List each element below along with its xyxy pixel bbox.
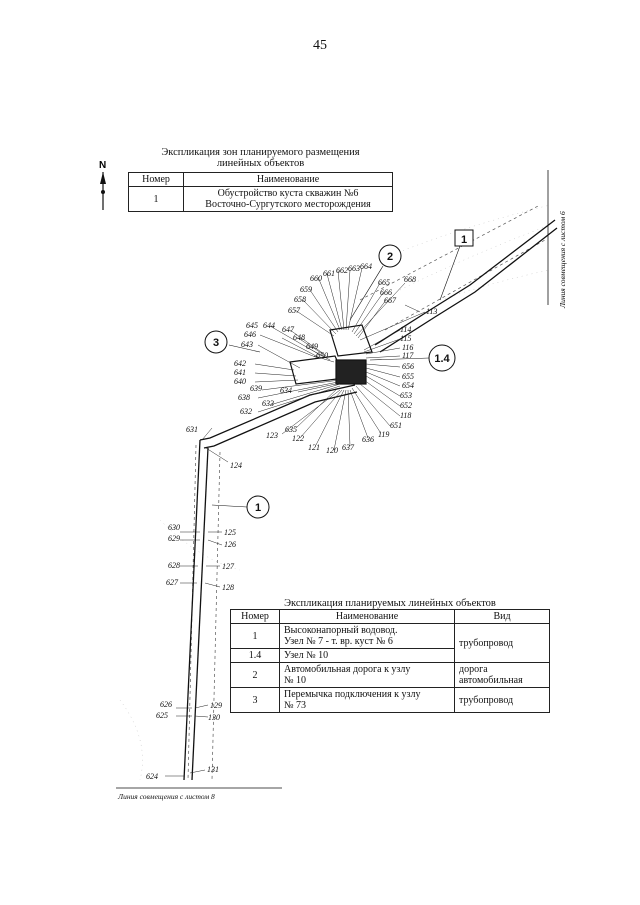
page-number: 45	[313, 38, 327, 53]
pt-651: 651	[390, 421, 402, 430]
pt-630: 630	[168, 523, 180, 532]
pt-667: 667	[384, 296, 397, 305]
pt-626: 626	[160, 700, 172, 709]
pt-129: 129	[210, 701, 222, 710]
pt-131: 131	[207, 765, 219, 774]
pt-633: 633	[262, 399, 274, 408]
pt-128: 128	[222, 583, 234, 592]
pt-121: 121	[308, 443, 320, 452]
pt-663: 663	[348, 264, 360, 273]
bottom-matching-note: Линия совмещения с листом 8	[118, 792, 215, 801]
pt-641: 641	[234, 368, 246, 377]
pt-625: 625	[156, 711, 168, 720]
pt-122: 122	[292, 434, 304, 443]
callout-circle-3: 3	[204, 330, 228, 354]
pt-639: 639	[250, 384, 262, 393]
pt-660: 660	[310, 274, 322, 283]
pt-113: 113	[426, 307, 437, 316]
pt-627: 627	[166, 578, 179, 587]
pt-629: 629	[168, 534, 180, 543]
svg-text:1: 1	[461, 234, 467, 246]
pt-656: 656	[402, 362, 414, 371]
pt-631: 631	[186, 425, 198, 434]
svg-text:2: 2	[387, 251, 393, 263]
pt-647: 647	[282, 325, 295, 334]
pt-666: 666	[380, 288, 392, 297]
svg-text:3: 3	[213, 337, 219, 349]
pt-661: 661	[323, 269, 335, 278]
svg-text:Линия совмещения с листом 6: Линия совмещения с листом 6	[558, 211, 567, 309]
pt-662: 662	[336, 266, 348, 275]
table-row: 1 Высоконапорный водовод.Узел № 7 - т. в…	[230, 623, 550, 663]
svg-text:1.4: 1.4	[434, 353, 450, 365]
objects-table: Номер Наименование Вид 1 Высоконапорный …	[230, 609, 550, 713]
pt-650: 650	[316, 351, 328, 360]
pt-642: 642	[234, 359, 246, 368]
pt-644: 644	[263, 321, 275, 330]
pt-645: 645	[246, 321, 258, 330]
pt-659: 659	[300, 285, 312, 294]
pt-649: 649	[306, 342, 318, 351]
pt-668: 668	[404, 275, 416, 284]
pt-640: 640	[234, 377, 246, 386]
pt-117: 117	[402, 351, 414, 360]
pt-119: 119	[378, 430, 389, 439]
objects-header-kind: Вид	[454, 609, 550, 624]
pt-648: 648	[293, 333, 305, 342]
callout-circle-2: 2	[378, 244, 402, 268]
pt-638: 638	[238, 393, 250, 402]
pt-637: 637	[342, 443, 355, 452]
pt-643: 643	[241, 340, 253, 349]
pt-120: 120	[326, 446, 338, 455]
pt-655: 655	[402, 372, 414, 381]
zones-row-name: Обустройство куста скважин №6 Восточно-С…	[183, 186, 393, 212]
callout-circle-1-upper: 1	[454, 229, 474, 247]
objects-header-number: Номер	[230, 609, 280, 624]
pt-665: 665	[378, 278, 390, 287]
pt-657: 657	[288, 306, 301, 315]
objects-header-name: Наименование	[279, 609, 455, 624]
callout-circle-14: 1.4	[428, 344, 456, 372]
pt-634: 634	[280, 386, 292, 395]
pt-116: 116	[402, 343, 413, 352]
pt-632: 632	[240, 407, 252, 416]
pt-652: 652	[400, 401, 412, 410]
pt-636: 636	[362, 435, 374, 444]
pt-123: 123	[266, 431, 278, 440]
zones-table: Номер Наименование 1 Обустройство куста …	[128, 172, 393, 212]
objects-table-title: Экспликация планируемых линейных объекто…	[284, 598, 496, 609]
zones-table-title: Экспликация зон планируемого размещения …	[161, 147, 360, 169]
north-arrow-icon: N	[99, 160, 106, 210]
pt-635: 635	[285, 425, 297, 434]
pt-115: 115	[400, 334, 411, 343]
pt-653: 653	[400, 391, 412, 400]
pt-127: 127	[222, 562, 235, 571]
table-row: 1 Обустройство куста скважин №6 Восточно…	[128, 186, 393, 212]
pt-624: 624	[146, 772, 158, 781]
north-label: N	[99, 160, 106, 171]
pt-124: 124	[230, 461, 242, 470]
pt-126: 126	[224, 540, 236, 549]
pt-654: 654	[402, 381, 414, 390]
pt-125: 125	[224, 528, 236, 537]
svg-text:1: 1	[255, 502, 261, 514]
pt-664: 664	[360, 262, 372, 271]
pt-646: 646	[244, 330, 256, 339]
pt-130: 130	[208, 713, 220, 722]
side-matching-note: Линия совмещения с листом 6	[558, 211, 567, 309]
pt-628: 628	[168, 561, 180, 570]
pt-658: 658	[294, 295, 306, 304]
pt-118: 118	[400, 411, 411, 420]
callout-circle-1-lower: 1	[246, 495, 270, 519]
pt-114: 114	[400, 325, 411, 334]
